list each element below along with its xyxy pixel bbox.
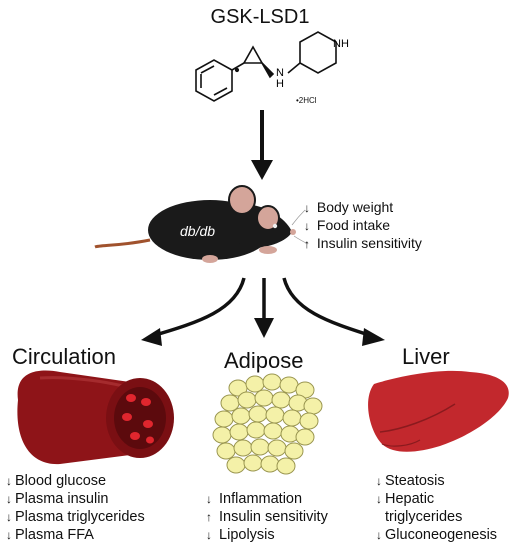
cyclopropane-ring [242,45,264,64]
circulation-effect-row: ↓Plasma triglycerides [6,508,145,526]
arrow-to-adipose [254,318,274,338]
benzene-ring [195,59,233,102]
effect-text: Insulin sensitivity [316,235,422,251]
effect-arrow: ↓ [6,474,12,488]
adipose-effect-row: ↑ Insulin sensitivity [206,508,328,526]
adipose-illustration [212,373,323,475]
circulation-effects: ↓Blood glucose ↓Plasma insulin ↓Plasma t… [6,472,145,544]
effect-text: Blood glucose [15,473,107,489]
adipose-effects: ↓ Inflammation ↑ Insulin sensitivity ↓ L… [206,490,328,544]
arrow-to-circulation [141,328,162,346]
effect-arrow: ↓ [6,510,12,524]
circulation-effect-row: ↓Plasma insulin [6,490,145,508]
effect-text: Food intake [316,217,391,233]
mouse-illustration [94,185,309,263]
mouse-effect-row: ↓ Food intake [304,217,422,235]
n-label: N [276,67,284,79]
effect-arrow: ↓ [6,528,12,542]
effect-text: Gluconeogenesis [385,527,498,543]
molecule-structure [195,31,337,102]
compound-title: GSK-LSD1 [210,6,310,28]
effect-arrow: ↓ [304,201,310,215]
liver-title: Liver [402,344,450,369]
piperidine-ring [299,31,337,74]
mouse-label: db/db [180,223,215,239]
liver-effect-row: ↓Hepatic [376,490,497,508]
nh-label: NH [333,38,349,50]
effect-text: Plasma insulin [15,491,109,507]
effect-text: triglycerides [385,509,463,525]
liver-effects: ↓Steatosis ↓Hepatic triglycerides ↓Gluco… [376,472,497,544]
effect-arrow: ↓ [304,219,310,233]
salt-label: •2HCl [296,96,317,105]
branch-arrows [151,277,373,338]
adipose-effect-row: ↓ Inflammation [206,490,328,508]
effect-text: Lipolysis [219,527,275,543]
h-label: H [276,78,284,90]
mouse-effects: ↓ Body weight ↓ Food intake ↑ Insulin se… [304,199,422,253]
effect-arrow: ↑ [304,237,310,251]
circulation-effect-row: ↓Plasma FFA [6,526,145,544]
arrow-compound-to-mouse [251,110,273,180]
effect-text: Plasma FFA [15,527,94,543]
effect-text: Plasma triglycerides [15,509,145,525]
circulation-effect-row: ↓Blood glucose [6,472,145,490]
effect-arrow: ↓ [376,528,382,542]
effect-text: Steatosis [385,473,445,489]
liver-effect-row: ↓Steatosis [376,472,497,490]
effect-arrow: ↓ [376,474,382,488]
effect-arrow: ↓ [6,492,12,506]
effect-text: Inflammation [219,491,303,507]
arrow-to-liver [362,328,385,346]
adipose-title: Adipose [224,348,304,373]
liver-effect-row: ↓Gluconeogenesis [376,526,497,544]
mouse-effect-row: ↑ Insulin sensitivity [304,235,422,253]
effect-arrow: ↓ [206,492,212,506]
liver-effect-row: triglycerides [376,508,497,526]
effect-text: Body weight [316,199,394,215]
mouse-effect-row: ↓ Body weight [304,199,422,217]
effect-text: Insulin sensitivity [219,509,328,525]
circulation-title: Circulation [12,344,116,369]
liver-illustration [368,370,509,452]
blood-vessel-illustration [17,370,174,465]
adipose-effect-row: ↓ Lipolysis [206,526,328,544]
effect-arrow: ↑ [206,510,212,524]
effect-arrow: ↓ [376,492,382,506]
effect-text: Hepatic [385,491,435,507]
effect-arrow: ↓ [206,528,212,542]
